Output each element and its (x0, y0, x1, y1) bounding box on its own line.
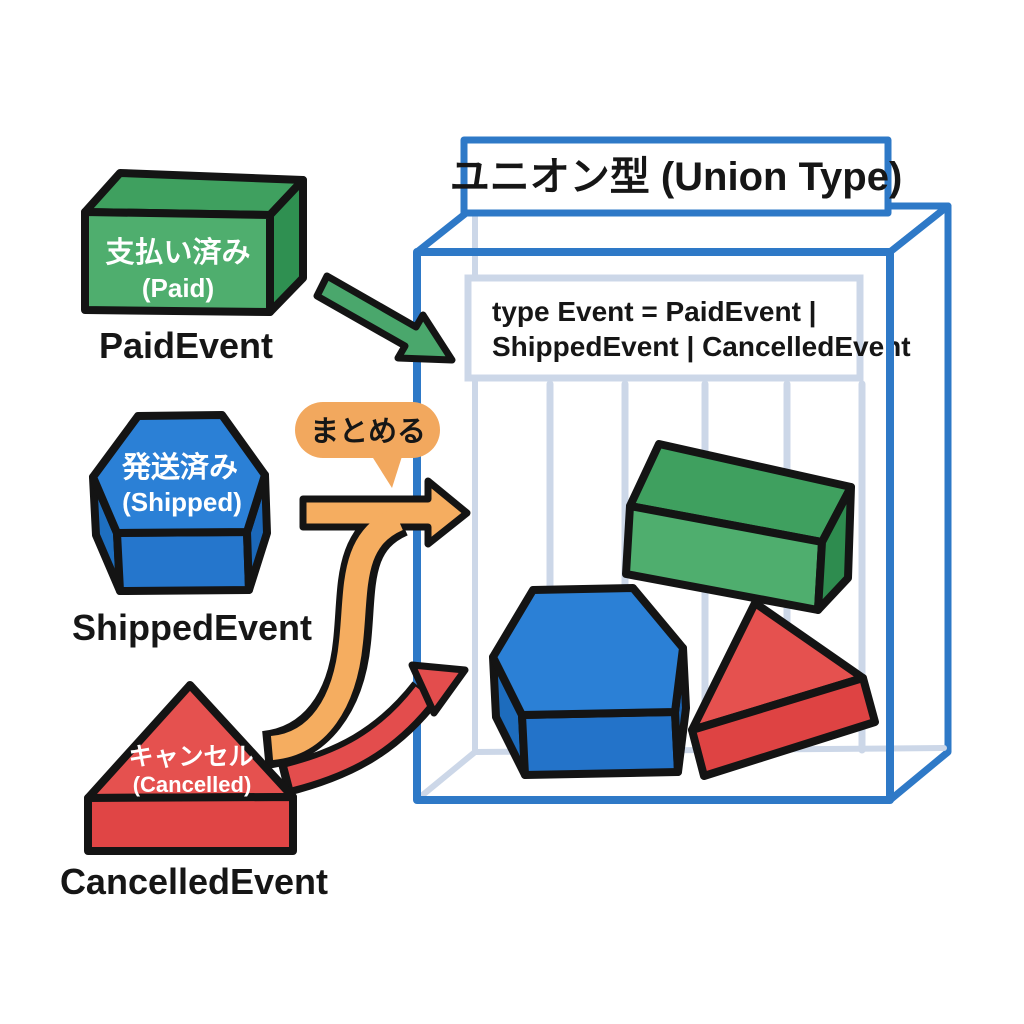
paid-jp-label: 支払い済み (105, 236, 250, 269)
paid-event-shape-inside (622, 440, 855, 614)
shipped-en-label: (Shipped) (122, 487, 242, 517)
code-line-1: type Event = PaidEvent | (492, 296, 817, 327)
title-text: ユニオン型 (Union Type) (450, 155, 903, 199)
union-box-floor-diagonal (416, 749, 478, 801)
cancelled-jp-label: キャンセル (128, 743, 253, 771)
union-box-right-face (886, 202, 952, 804)
title-plate (460, 136, 892, 217)
shipped-jp-label: 発送済み (121, 451, 238, 484)
union-box: type Event = PaidEvent | ShippedEvent | … (413, 202, 952, 804)
paid-event-shape: 支払い済み (Paid) (81, 169, 307, 316)
merge-bubble: まとめる (295, 402, 440, 488)
code-plate (464, 274, 864, 382)
shipped-event-shape-inside (489, 584, 690, 779)
merge-arrow-curve (270, 508, 404, 760)
cancelled-event-name: CancelledEvent (60, 861, 328, 902)
cancelled-arrow-curve (287, 686, 433, 788)
union-box-title: ユニオン型 (Union Type) (450, 136, 903, 217)
cancelled-en-label: (Cancelled) (133, 772, 252, 797)
merge-bubble-body (295, 402, 440, 458)
cancelled-event-shape: キャンセル (Cancelled) (84, 681, 297, 855)
merge-bubble-label: まとめる (310, 416, 426, 448)
merge-bubble-tail (368, 450, 404, 488)
arrows (261, 272, 471, 797)
code-line-2: ShippedEvent | CancelledEvent (492, 331, 911, 362)
paid-event-name: PaidEvent (99, 325, 273, 366)
cancelled-event-shape-inside (688, 599, 879, 780)
shipped-event-name: ShippedEvent (72, 607, 312, 648)
paid-arrow (313, 272, 456, 364)
cancelled-arrow-head (408, 661, 469, 717)
paid-en-label: (Paid) (142, 273, 214, 303)
shipped-event-shape: 発送済み (Shipped) (89, 411, 271, 595)
